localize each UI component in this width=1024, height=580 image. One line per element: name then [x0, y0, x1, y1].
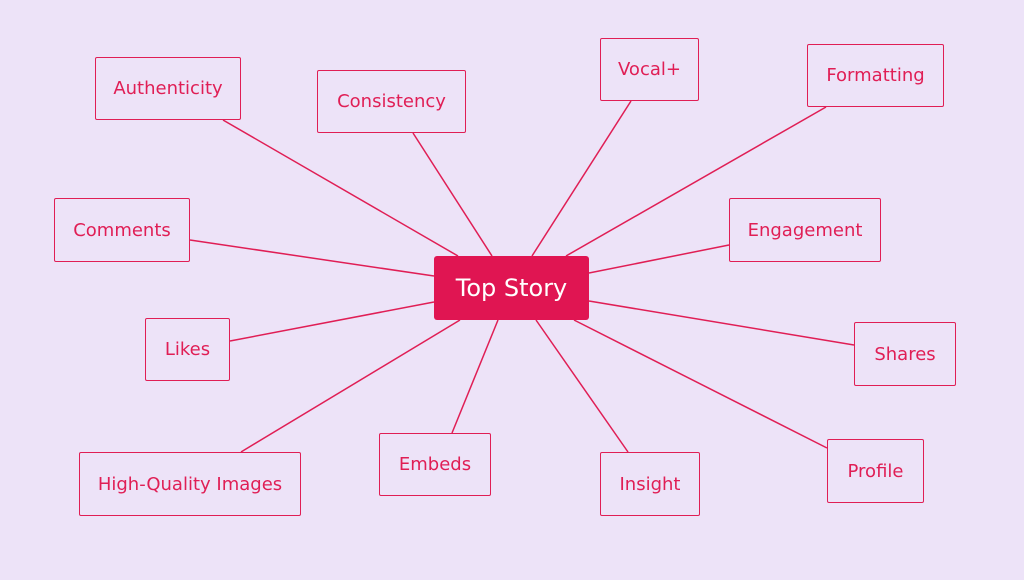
node-formatting: Formatting	[807, 44, 944, 107]
connector-embeds	[451, 319, 499, 434]
node-high-quality-images: High-Quality Images	[79, 452, 301, 516]
connector-authenticity	[222, 119, 459, 257]
connector-hq-images	[240, 319, 461, 453]
node-consistency: Consistency	[317, 70, 466, 133]
node-embeds: Embeds	[379, 433, 491, 496]
connector-profile	[573, 319, 828, 449]
connector-comments	[189, 239, 435, 277]
node-profile: Profile	[827, 439, 924, 503]
connector-shares	[588, 300, 855, 346]
node-vocal-plus: Vocal+	[600, 38, 699, 101]
node-comments: Comments	[54, 198, 190, 262]
node-likes: Likes	[145, 318, 230, 381]
connector-formatting	[565, 106, 827, 257]
node-insight: Insight	[600, 452, 700, 516]
node-engagement: Engagement	[729, 198, 881, 262]
connector-vocal-plus	[531, 100, 632, 257]
node-shares: Shares	[854, 322, 956, 386]
connector-engagement	[588, 244, 730, 274]
node-authenticity: Authenticity	[95, 57, 241, 120]
center-node-top-story: Top Story	[434, 256, 589, 320]
connector-likes	[229, 301, 435, 342]
connector-consistency	[412, 132, 493, 257]
connector-insight	[535, 319, 629, 453]
